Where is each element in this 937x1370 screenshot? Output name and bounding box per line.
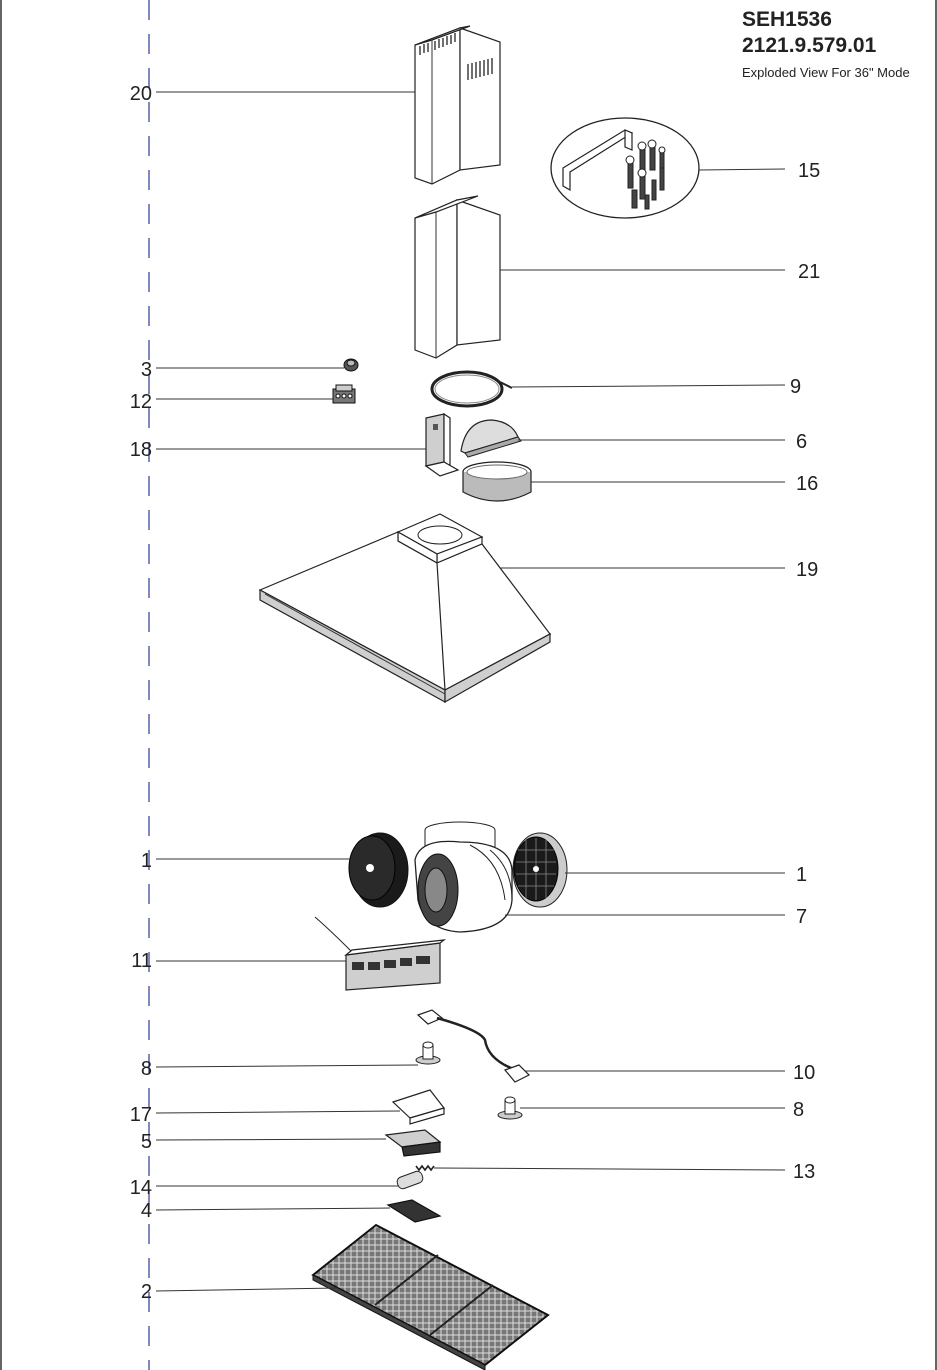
part-16-duct-collar [462,461,532,502]
callout-1-right: 1 [796,864,807,886]
callout-2: 2 [141,1281,152,1303]
part-12-terminal-block [332,384,356,404]
callout-11: 11 [131,950,152,972]
part-9-clamp-ring [430,370,513,408]
part-17-lamp-bracket [391,1089,446,1125]
part-number: 2121.9.579.01 [742,34,877,57]
callout-12: 12 [130,391,152,413]
part-8-left-halogen-lamp [415,1041,441,1065]
part-14-lamp-tube [396,1170,424,1190]
part-10-wiring-harness [416,1009,531,1083]
part-15-hardware-kit [550,117,700,219]
callout-3: 3 [141,359,152,381]
callout-15: 15 [798,160,820,182]
diagram-caption: Exploded View For 36" Mode [742,65,910,80]
part-19-hood-canopy [258,513,552,704]
callout-7: 7 [796,906,807,928]
callout-17: 17 [130,1104,152,1126]
callout-21: 21 [798,261,820,283]
callout-20: 20 [130,83,152,105]
part-1-right-charcoal-filter [512,832,568,908]
callout-13: 13 [793,1161,815,1183]
callout-9: 9 [790,376,801,398]
part-20-upper-chimney [414,25,501,185]
callout-19: 19 [796,559,818,581]
leader-lines [155,91,786,1292]
part-1-left-charcoal-filter [348,832,409,908]
callout-10: 10 [793,1062,815,1084]
part-7-blower-motor [414,821,513,933]
part-8-right-halogen-lamp [497,1096,523,1120]
callout-14: 14 [130,1177,152,1199]
part-5-switch-housing [384,1129,442,1157]
part-13-spring [415,1164,435,1172]
part-3-terminal-connector [343,358,359,372]
callout-5: 5 [141,1131,152,1153]
callout-8-left: 8 [141,1058,152,1080]
part-4-mounting-plate [386,1199,442,1223]
model-number: SEH1536 [742,8,832,31]
callout-4: 4 [141,1200,152,1222]
part-18-junction-bracket [424,412,460,477]
callout-1-left: 1 [141,850,152,872]
callout-16: 16 [796,473,818,495]
part-21-lower-chimney [414,195,501,359]
callout-6: 6 [796,431,807,453]
callout-8-right: 8 [793,1099,804,1121]
callout-18: 18 [130,439,152,461]
part-6-damper-flap [460,419,522,458]
part-11-control-panel [314,916,447,991]
part-2-grease-filter [311,1223,550,1370]
